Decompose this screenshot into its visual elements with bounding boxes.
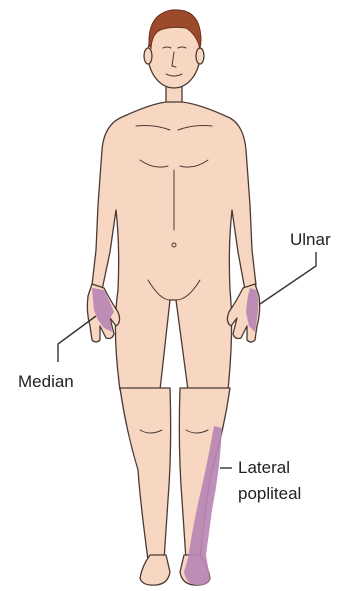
torso [92,102,256,390]
lateral-popliteal-label-line2: popliteal [238,484,301,504]
median-label: Median [18,372,74,392]
right-foot [140,555,170,585]
right-ear [144,48,152,64]
ulnar-label: Ulnar [290,230,331,250]
right-leg [120,388,171,565]
lateral-popliteal-label-line1: Lateral [238,458,290,478]
ulnar-leader [260,252,316,304]
body-figure [87,10,259,585]
left-ear [196,48,204,64]
